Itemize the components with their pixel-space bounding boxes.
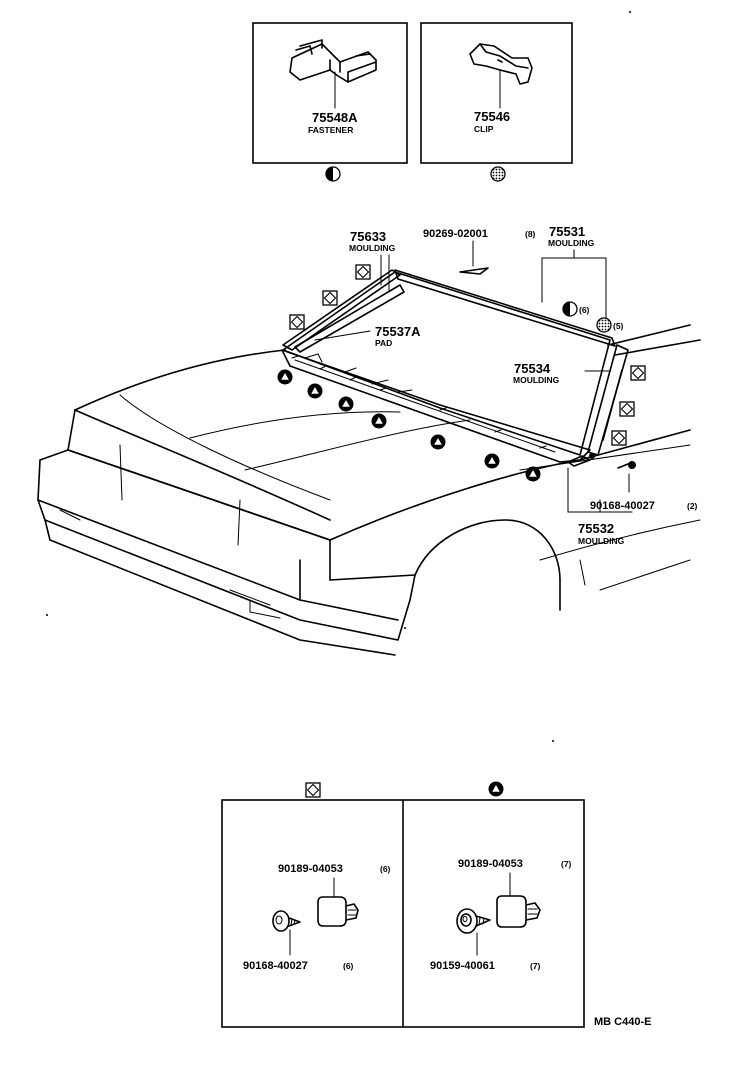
- triangle-circle-icon: [307, 383, 323, 399]
- label-75532-part: 75532: [578, 521, 614, 536]
- sq-part2: 90168-40027: [243, 960, 308, 972]
- clip-part-number: 75546: [474, 109, 510, 124]
- square-diamond-icon: [322, 290, 338, 306]
- sq-qty1: (6): [380, 864, 391, 874]
- dotted-circle-icon: [596, 317, 612, 333]
- square-diamond-icon: [289, 314, 305, 330]
- label-90168-part: 90168-40027: [590, 500, 655, 512]
- sq-nut-drawing: [317, 896, 359, 927]
- fastener-part-number: 75548A: [312, 110, 358, 125]
- fastener-inset: 75548A FASTENER: [252, 22, 408, 182]
- sq-part1: 90189-04053: [278, 863, 343, 875]
- label-90269-qty: (8): [525, 229, 536, 239]
- fastener-frame: [252, 22, 408, 164]
- dotted-circle-icon: [490, 166, 506, 182]
- label-75531-part: 75531: [549, 224, 585, 239]
- label-75534-name: MOULDING: [513, 375, 560, 385]
- leader-lines: [314, 240, 633, 513]
- bottom-insets: 90189-04053 (6) 90168-40027 (6) 90189-04…: [221, 781, 585, 1028]
- label-75534-part: 75534: [514, 361, 551, 376]
- triangle-inset: 90189-04053 (7) 90159-40061 (7): [430, 858, 572, 972]
- triangle-circle-icon: [430, 434, 446, 450]
- tri-part2: 90159-40061: [430, 960, 495, 972]
- label-half-qty: (6): [579, 305, 590, 315]
- moulding-75531: [394, 269, 616, 347]
- label-90168-qty: (2): [687, 501, 698, 511]
- main-labels: 75633 MOULDING 90269-02001 (8) 75531 MOU…: [349, 224, 698, 546]
- moulding-75532: [567, 455, 591, 467]
- specks: [46, 11, 631, 742]
- clip-name: CLIP: [474, 124, 494, 134]
- sq-qty2: (6): [343, 961, 354, 971]
- moulding-75534: [587, 344, 629, 456]
- pad-75537A: [281, 349, 591, 463]
- car-body: [37, 324, 701, 656]
- label-75531-name: MOULDING: [548, 238, 595, 248]
- triangle-circle-icon: [277, 369, 293, 385]
- fastener-drawing: [289, 39, 377, 109]
- label-75633-part: 75633: [350, 229, 386, 244]
- square-diamond-icon: [611, 430, 627, 446]
- moulding-75633: [282, 269, 401, 351]
- sq-screw-drawing: [272, 910, 301, 932]
- fastener-90269: [459, 267, 489, 275]
- tri-qty2: (7): [530, 961, 541, 971]
- windshield: [281, 267, 636, 469]
- triangle-circle-icon: [371, 413, 387, 429]
- triangle-circle-icon: [484, 453, 500, 469]
- label-90269-part: 90269-02001: [423, 228, 488, 240]
- clip-drawing: [469, 43, 533, 109]
- triangle-circle-icon: [488, 781, 504, 797]
- clip-frame: [420, 22, 573, 164]
- label-75532-name: MOULDING: [578, 536, 625, 546]
- square-diamond-icon: [305, 782, 321, 798]
- label-full-qty: (5): [613, 321, 624, 331]
- tri-screw-drawing: [456, 908, 491, 934]
- square-diamond-icon: [619, 401, 635, 417]
- square-diamond-icon: [355, 264, 371, 280]
- half-circle-icon: [325, 166, 341, 182]
- tri-qty1: (7): [561, 859, 572, 869]
- triangle-circle-icon: [338, 396, 354, 412]
- label-75633-name: MOULDING: [349, 243, 396, 253]
- screw-90168: [617, 463, 629, 469]
- triangle-circle-icon: [525, 466, 541, 482]
- square-diamond-icon: [630, 365, 646, 381]
- diagram-code: MB C440-E: [594, 1016, 651, 1028]
- fastener-name: FASTENER: [308, 125, 353, 135]
- square-inset: 90189-04053 (6) 90168-40027 (6): [243, 863, 391, 972]
- clip-inset: 75546 CLIP: [420, 22, 573, 182]
- tri-nut-drawing: [496, 895, 541, 928]
- label-75537A-name: PAD: [375, 338, 392, 348]
- tri-part1: 90189-04053: [458, 858, 523, 870]
- half-circle-icon: [562, 301, 578, 317]
- label-75537A-part: 75537A: [375, 324, 421, 339]
